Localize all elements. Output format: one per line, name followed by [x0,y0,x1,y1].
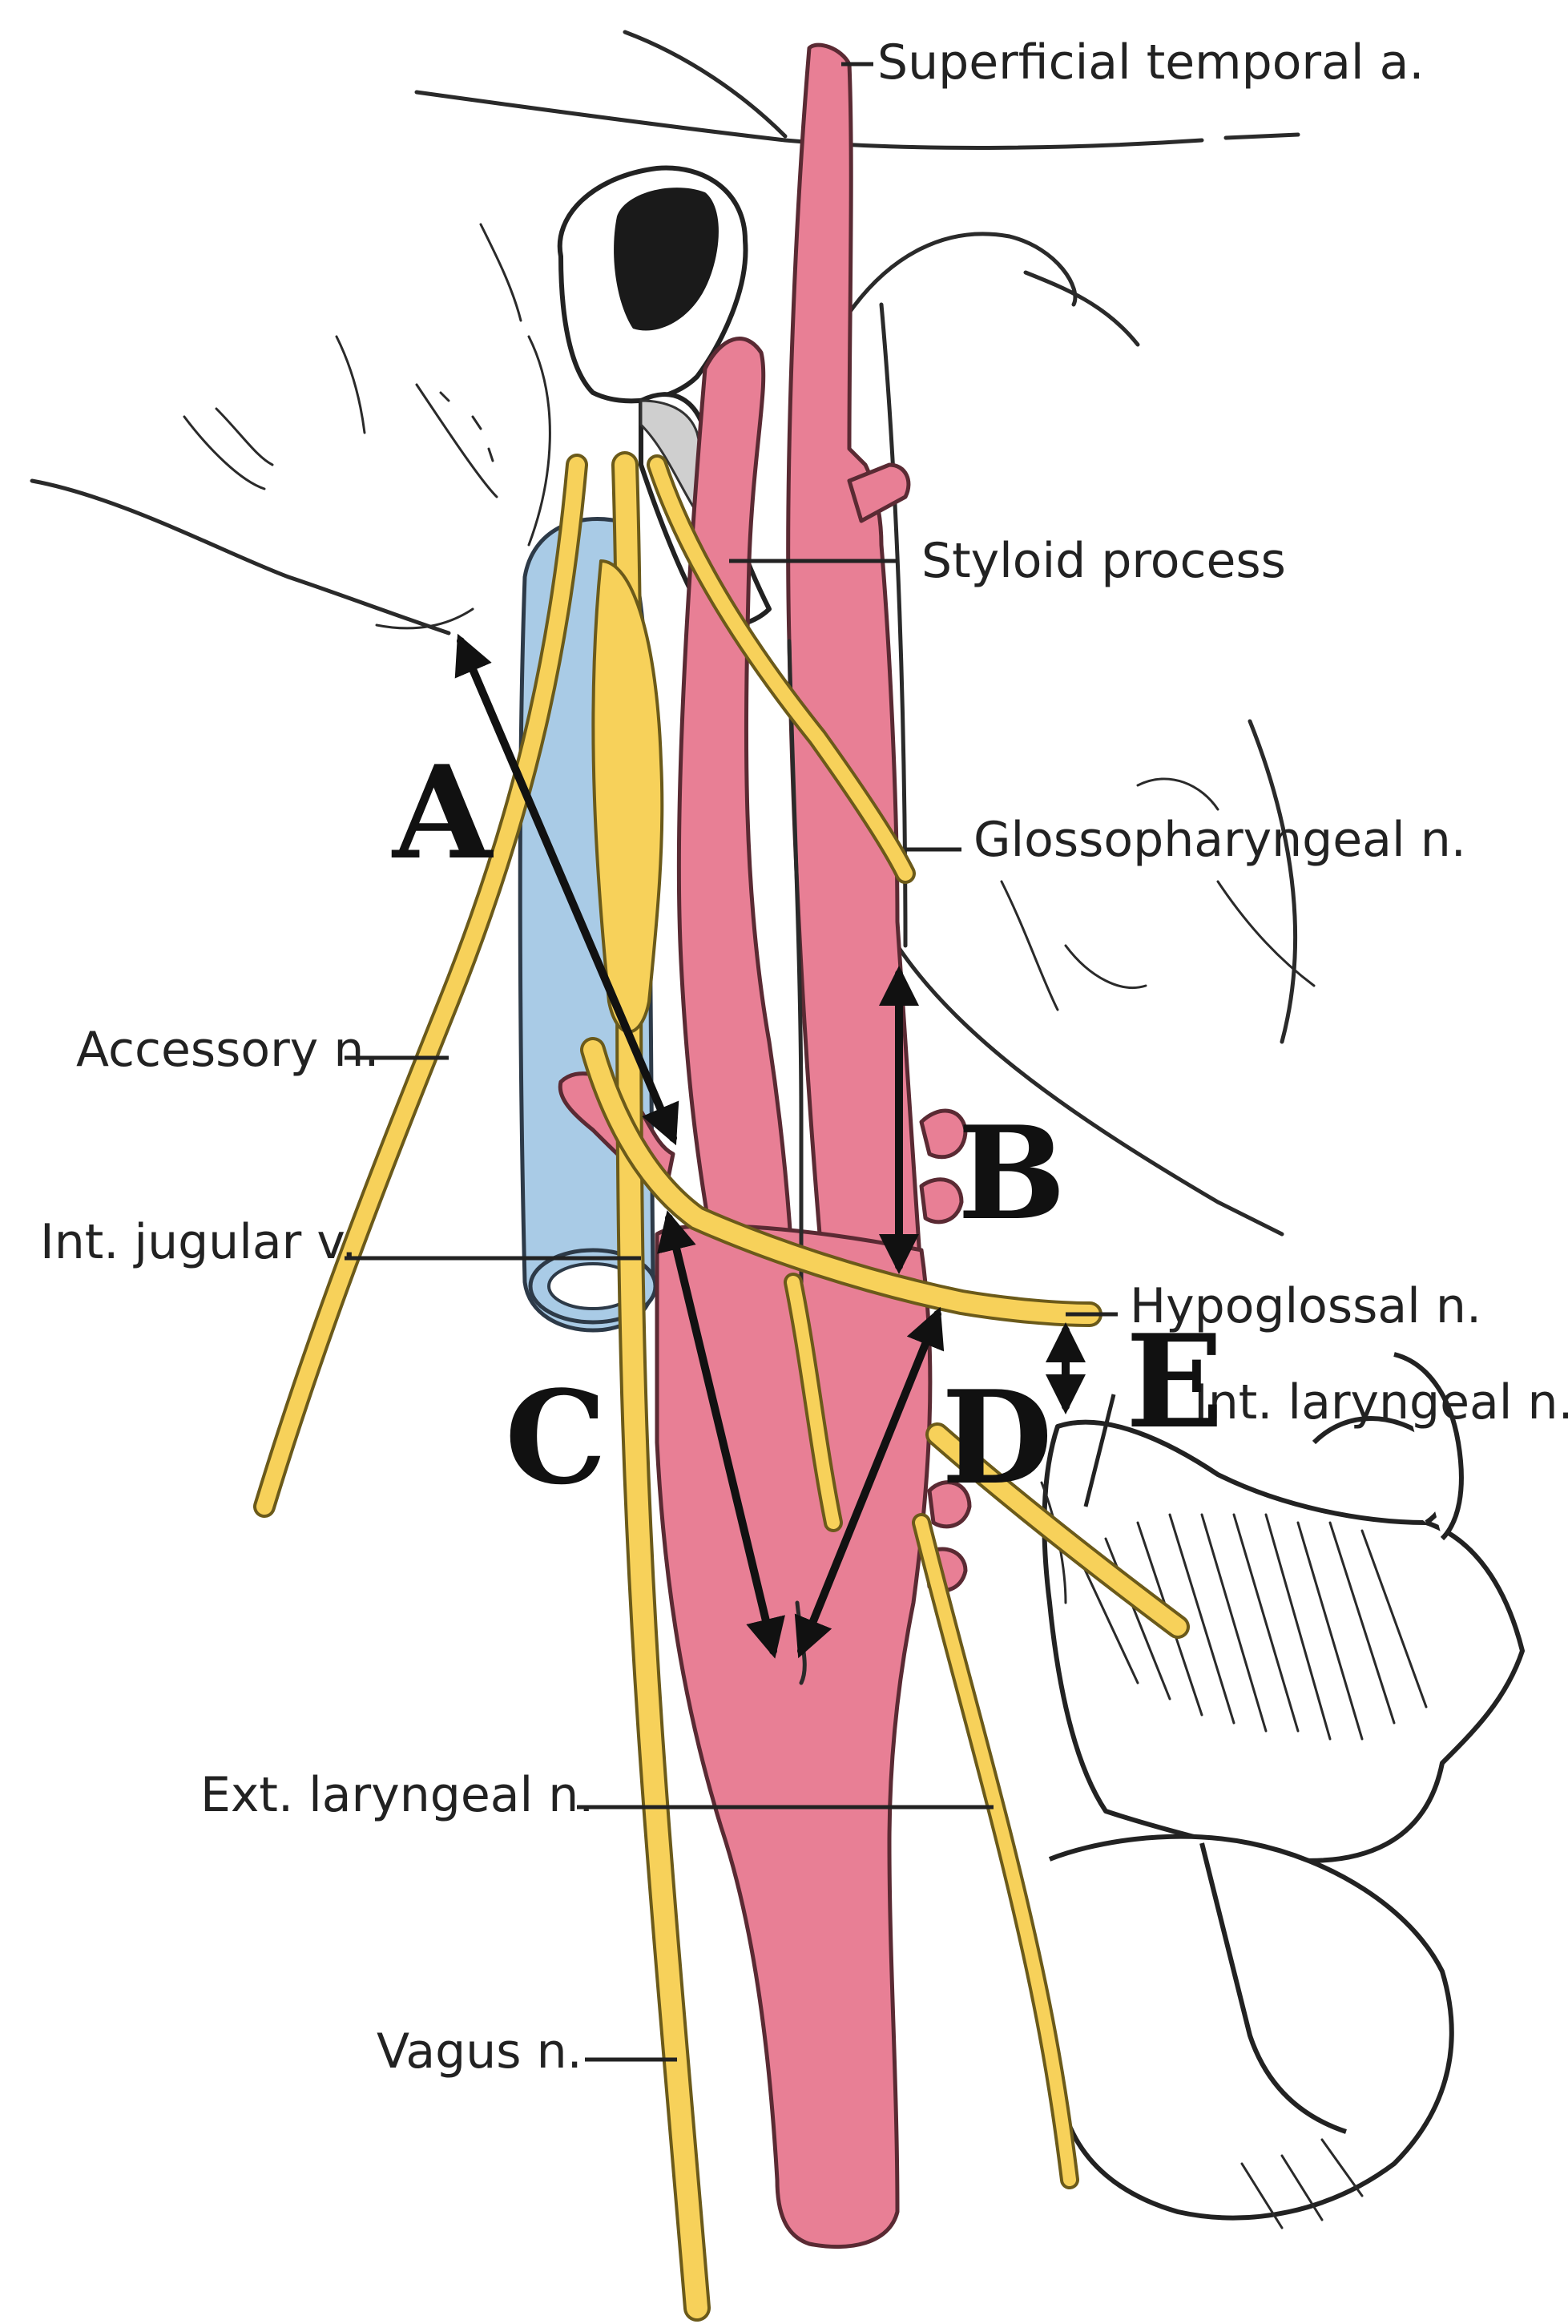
label-vagus: Vagus n. [377,2023,582,2080]
larynx-sketch [1040,1352,1525,2229]
marker-d: D [941,1362,1053,1513]
marker-c: C [505,1362,607,1513]
label-hypoglossal: Hypoglossal n. [1130,1278,1481,1334]
label-superficial-temporal: Superficial temporal a. [877,34,1424,91]
internal-carotid-artery [676,337,796,1301]
label-ext-laryngeal: Ext. laryngeal n. [200,1767,594,1823]
external-carotid-branch [847,462,911,523]
arrow-a [454,633,679,1146]
background-sketch [30,30,1316,1237]
common-carotid-artery [655,1224,933,2249]
external-carotid-branch [919,1177,964,1225]
label-int-jugular: Int. jugular v. [40,1214,357,1270]
arrow-d [794,1306,945,1659]
label-styloid-process: Styloid process [921,533,1286,589]
arrow-c [657,1210,785,1659]
marker-b: B [957,1098,1066,1249]
external-carotid-branch [919,1108,968,1160]
label-glossopharyngeal: Glossopharyngeal n. [973,812,1466,868]
marker-e: E [1126,1306,1223,1457]
leader-lines [345,62,1118,2062]
marker-a: A [391,737,494,888]
label-accessory: Accessory n. [76,1022,379,1078]
measurement-arrows [454,633,1086,1659]
label-int-laryngeal: Int. laryngeal n. [1194,1374,1568,1430]
labels: Superficial temporal a. Styloid process … [40,34,1568,2080]
vagus-ganglion [591,559,664,1034]
